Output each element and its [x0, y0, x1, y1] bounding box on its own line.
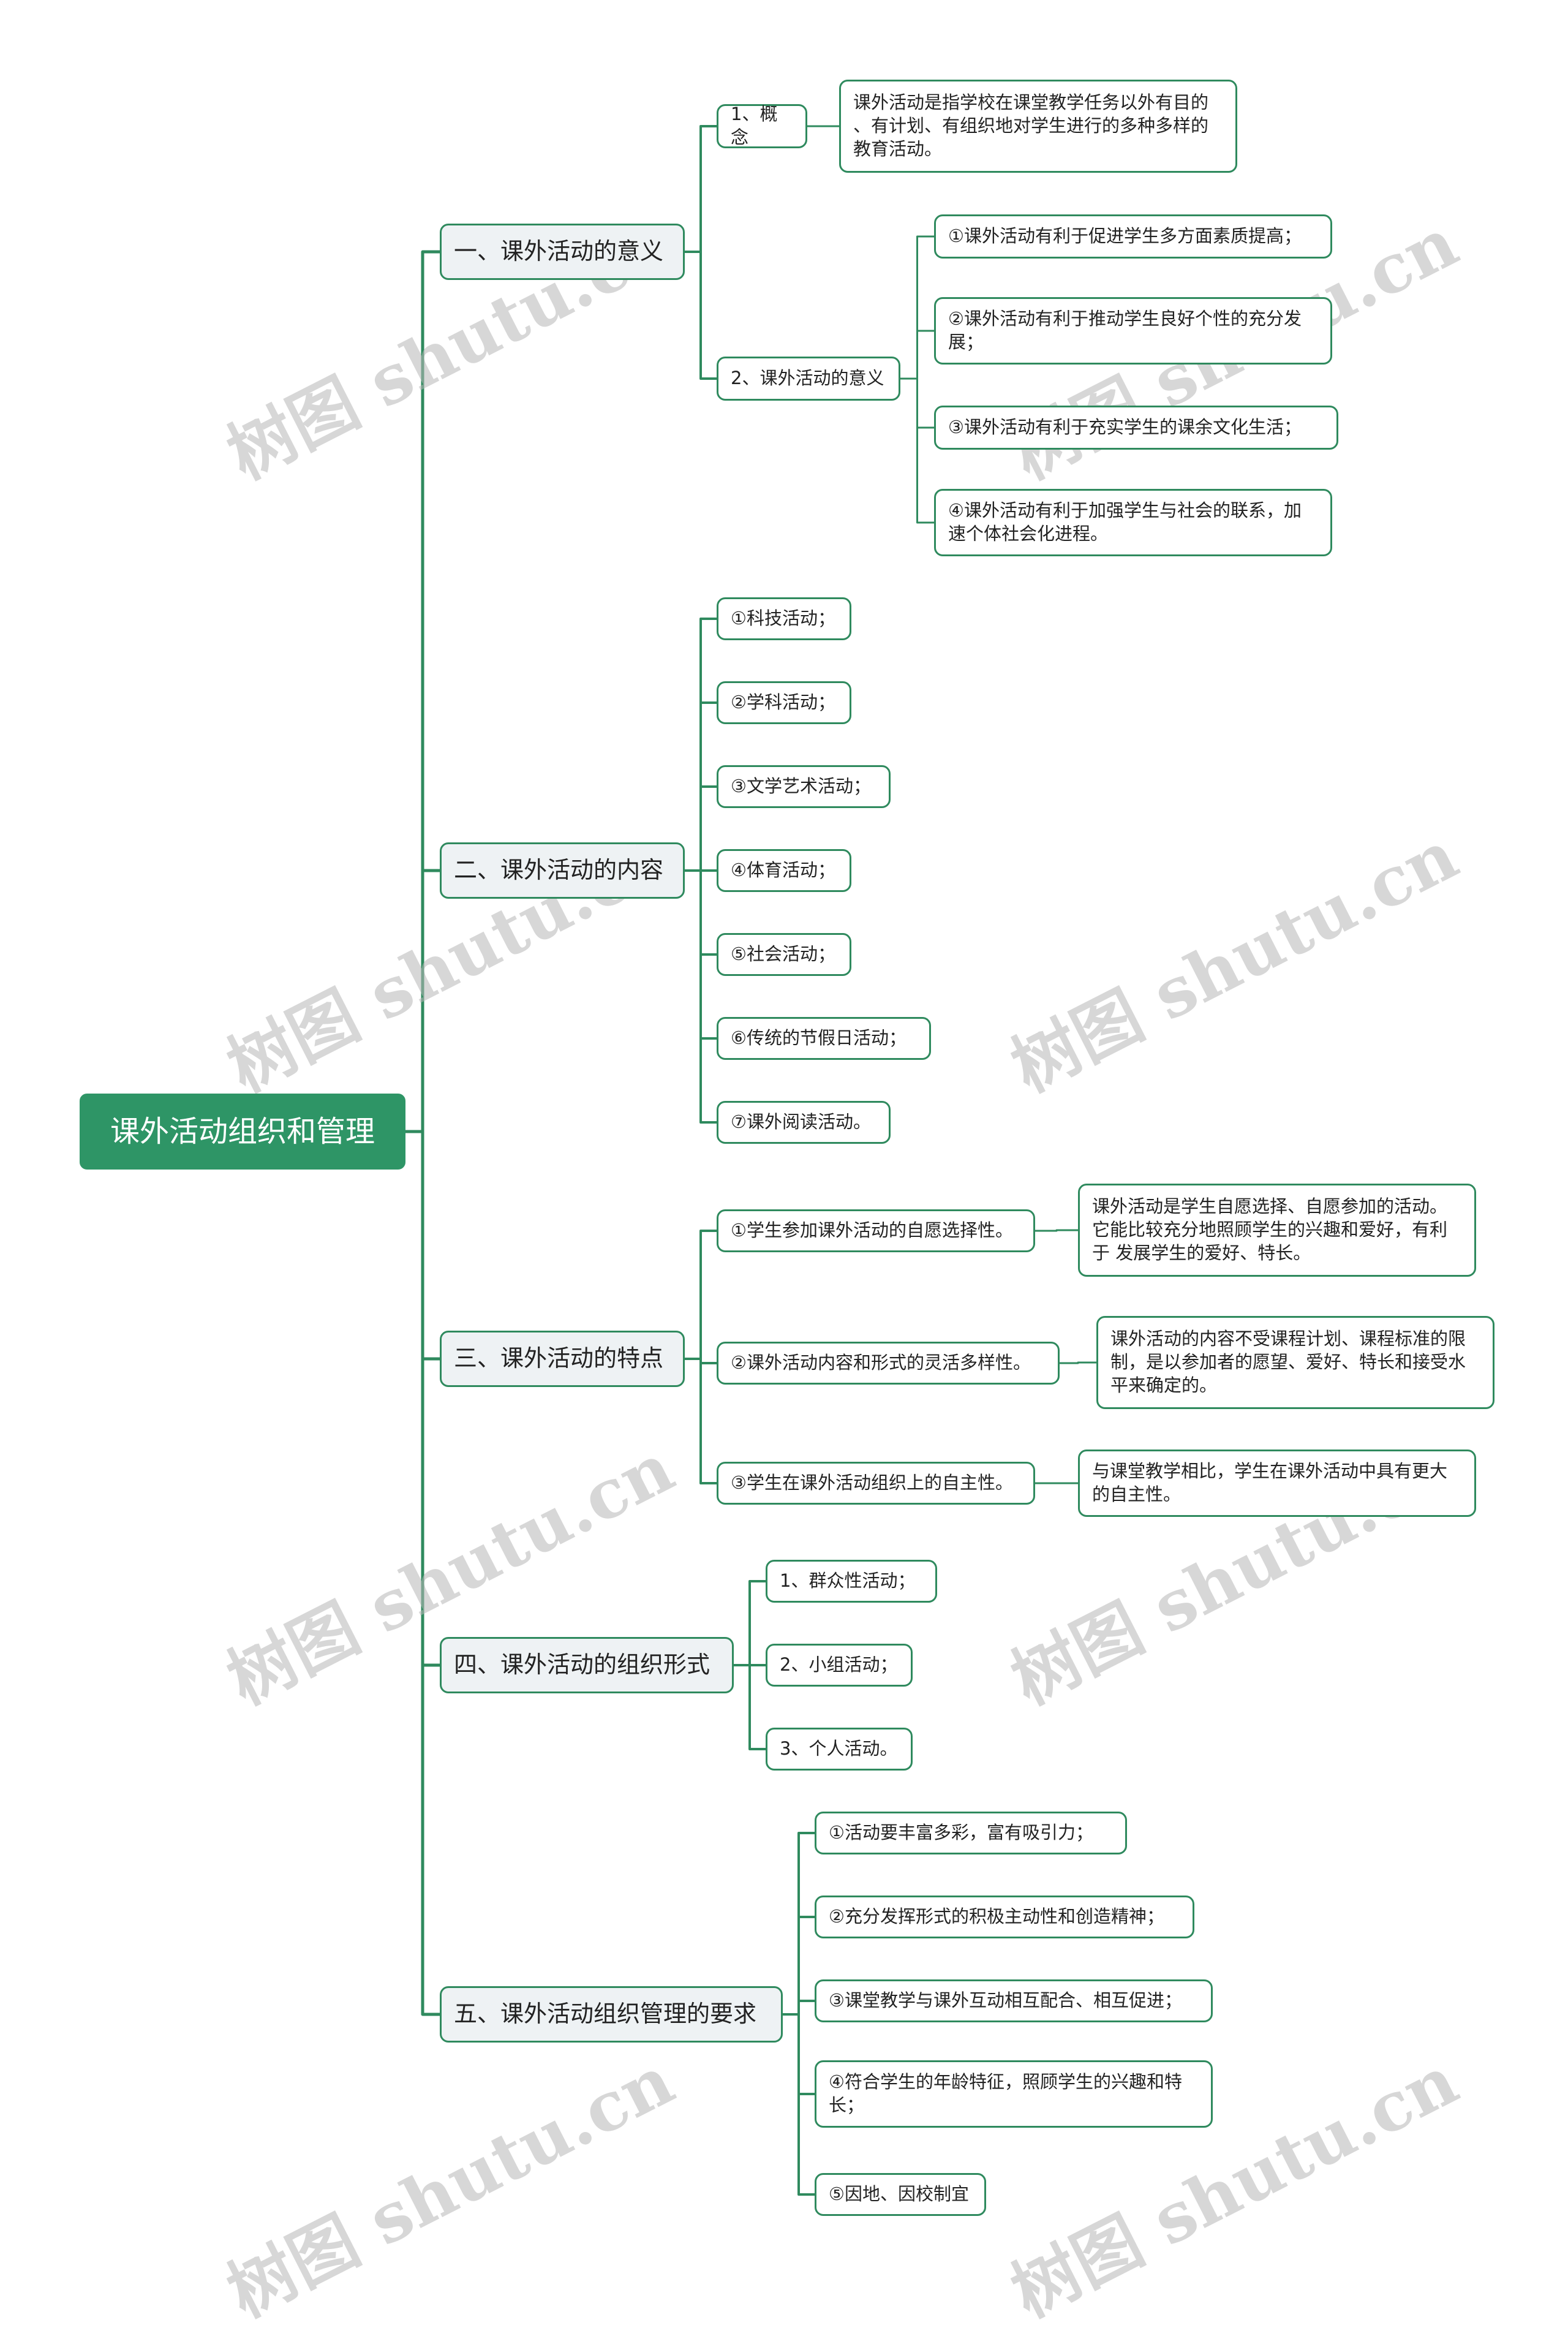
branch-3-item-1-detail-1[interactable]: 课外活动是学生自愿选择、自愿参加的活动。 它能比较充分地照顾学生的兴趣和爱好，有… — [1078, 1184, 1476, 1277]
branch-4-item-2[interactable]: 2、小组活动； — [766, 1644, 913, 1687]
branch-2-item-7[interactable]: ⑦课外阅读活动。 — [717, 1101, 891, 1144]
branch-1-item-2-detail-4[interactable]: ④课外活动有利于加强学生与社会的联系，加 速个体社会化进程。 — [934, 489, 1332, 556]
branch-4-item-1[interactable]: 1、群众性活动； — [766, 1560, 937, 1603]
branch-1[interactable]: 一、课外活动的意义 — [440, 224, 685, 280]
link-branch-1-item-2 — [685, 251, 717, 380]
link-branch-3-item-1 — [685, 1230, 717, 1360]
branch-3[interactable]: 三、课外活动的特点 — [440, 1331, 685, 1387]
branch-5-item-5[interactable]: ⑤因地、因校制宜 — [815, 2173, 986, 2216]
branch-3-item-2-detail-1[interactable]: 课外活动的内容不受课程计划、课程标准的限 制，是以参加者的愿望、爱好、特长和接受… — [1096, 1316, 1494, 1409]
link-branch-2-item-7 — [685, 869, 717, 1124]
link-branch-3-item-3 — [685, 1358, 717, 1484]
link-branch-5-item-5 — [783, 2013, 815, 2196]
link-branch-1-item-1 — [685, 125, 717, 253]
branch-2-item-1[interactable]: ①科技活动； — [717, 597, 851, 640]
branch-2-item-6[interactable]: ⑥传统的节假日活动； — [717, 1017, 931, 1060]
link-branch-2-item-3 — [685, 785, 717, 872]
branch-3-item-1[interactable]: ①学生参加课外活动的自愿选择性。 — [717, 1209, 1035, 1252]
link-branch-1-item-2-detail-2 — [900, 330, 934, 380]
branch-2-item-2[interactable]: ②学科活动； — [717, 681, 851, 724]
link-branch-3-item-1-detail-1 — [1035, 1229, 1078, 1232]
branch-3-item-3-detail-1[interactable]: 与课堂教学相比，学生在课外活动中具有更大 的自主性。 — [1078, 1450, 1476, 1517]
root-topic[interactable]: 课外活动组织和管理 — [80, 1094, 405, 1170]
branch-5-item-2[interactable]: ②充分发挥形式的积极主动性和创造精神； — [815, 1896, 1194, 1938]
link-branch-5-item-3 — [783, 2000, 815, 2016]
connector-lines — [405, 125, 1096, 2196]
branch-3-item-2[interactable]: ②课外活动内容和形式的灵活多样性。 — [717, 1342, 1060, 1385]
link-root-branch-2 — [405, 869, 440, 1133]
branch-2-item-3[interactable]: ③文学艺术活动； — [717, 765, 891, 808]
link-branch-4-item-3 — [734, 1664, 766, 1750]
branch-1-item-2-detail-1[interactable]: ①课外活动有利于促进学生多方面素质提高； — [934, 214, 1332, 259]
branch-4-item-3[interactable]: 3、个人活动。 — [766, 1728, 913, 1771]
branch-3-item-3[interactable]: ③学生在课外活动组织上的自主性。 — [717, 1462, 1035, 1505]
branch-2-item-4[interactable]: ④体育活动； — [717, 849, 851, 892]
branch-5-item-3[interactable]: ③课堂教学与课外互动相互配合、相互促进； — [815, 1979, 1213, 2022]
branch-5-item-1[interactable]: ①活动要丰富多彩，富有吸引力； — [815, 1812, 1127, 1854]
branch-2-item-5[interactable]: ⑤社会活动； — [717, 933, 851, 976]
branch-1-item-1[interactable]: 1、概念 — [717, 104, 807, 148]
branch-5[interactable]: 五、课外活动组织管理的要求 — [440, 1986, 783, 2043]
branch-4[interactable]: 四、课外活动的组织形式 — [440, 1637, 734, 1693]
branch-1-item-2-detail-2[interactable]: ②课外活动有利于推动学生良好个性的充分发 展； — [934, 297, 1332, 365]
branch-1-item-2[interactable]: 2、课外活动的意义 — [717, 357, 900, 401]
branch-1-item-1-detail-1[interactable]: 课外活动是指学校在课堂教学任务以外有目的 、有计划、有组织地对学生进行的多种多样… — [839, 80, 1237, 173]
link-root-branch-5 — [405, 1130, 440, 2016]
link-branch-1-item-2-detail-4 — [900, 377, 934, 524]
branch-2[interactable]: 二、课外活动的内容 — [440, 842, 685, 899]
link-branch-4-item-1 — [734, 1580, 766, 1666]
branch-1-item-2-detail-3[interactable]: ③课外活动有利于充实学生的课余文化生活； — [934, 406, 1338, 450]
branch-5-item-4[interactable]: ④符合学生的年龄特征，照顾学生的兴趣和特 长； — [815, 2060, 1213, 2128]
